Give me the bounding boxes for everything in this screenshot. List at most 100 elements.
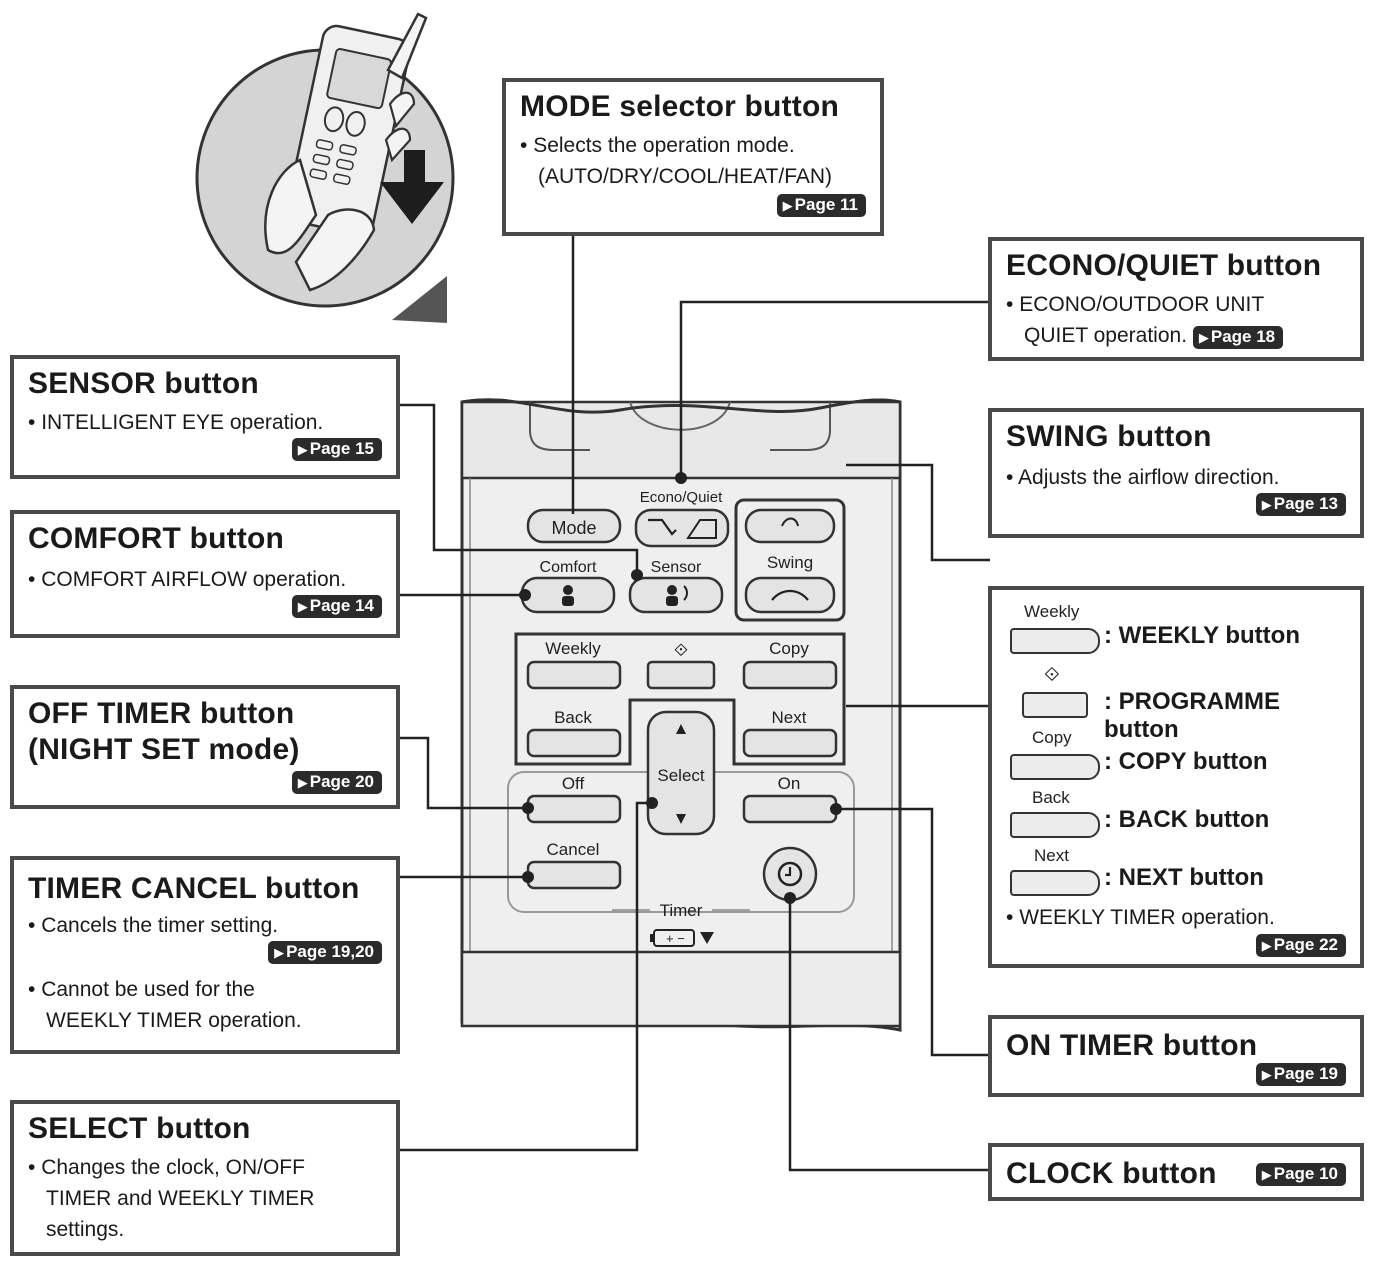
swing-page-link[interactable]: Page 13 [1255,493,1346,516]
select-line2: TIMER and WEEKLY TIMER [46,1187,315,1210]
comfort-callout-title: COMFORT button [28,522,285,555]
sensor-line1: INTELLIGENT EYE operation. [41,411,324,434]
sensor-callout-title: SENSOR button [28,367,259,400]
next-desc: : NEXT button [1104,864,1264,891]
remote-back-label: Back [554,708,592,727]
mode-page-link[interactable]: Page 11 [776,194,866,217]
remote-on-button[interactable] [742,794,838,824]
back-mini-button [1010,812,1100,838]
down-arrow-icon [676,814,686,824]
comfort-callout: COMFORT button • COMFORT AIRFLOW operati… [10,510,400,638]
timer-cancel-line2: Cannot be used for the [41,978,255,1001]
econo-page-link[interactable]: Page 18 [1192,326,1284,349]
comfort-person-icon [563,585,573,595]
programme-mini-button [1022,692,1088,718]
swing-callout-title: SWING button [1006,420,1212,453]
off-timer-title2: (NIGHT SET mode) [28,733,300,766]
remote-select-button[interactable] [646,710,716,836]
sensor-page-link[interactable]: Page 15 [291,438,382,461]
econo-callout-title: ECONO/QUIET button [1006,249,1322,282]
on-timer-title: ON TIMER button [1006,1029,1258,1062]
copy-mini-label: Copy [1032,728,1072,747]
remote-econo-label: Econo/Quiet [640,489,723,506]
select-callout: SELECT button • Changes the clock, ON/OF… [10,1100,400,1256]
next-mini-button [1010,870,1100,896]
horizontal-swing-icon [771,589,809,601]
select-line1: Changes the clock, ON/OFF [41,1156,305,1179]
programme-mini-icon: ⟐ [1044,664,1060,686]
remote-weekly-button[interactable] [526,660,622,690]
econo-line2: QUIET operation. [1024,324,1188,347]
leader-lines [400,236,990,1172]
timer-cancel-line3: WEEKLY TIMER operation. [46,1009,302,1032]
vertical-swing-icon [781,517,799,527]
svg-text:+ −: + − [666,931,685,946]
programme-icon: ⟐ [674,640,688,660]
mode-selector-callout: MODE selector button • Selects the opera… [502,78,884,236]
clock-callout-title: CLOCK button [1006,1157,1217,1190]
sensor-callout: SENSOR button • INTELLIGENT EYE operatio… [10,355,400,479]
mode-callout-title: MODE selector button [520,90,840,123]
on-timer-callout: ON TIMER button Page 19 [988,1015,1364,1097]
clock-callout: CLOCK button Page 10 [988,1143,1364,1201]
weekly-desc: : WEEKLY button [1104,622,1300,649]
remote-cancel-label: Cancel [547,840,600,859]
remote-mode-button[interactable]: Mode [526,508,622,544]
swing-callout: SWING button • Adjusts the airflow direc… [988,408,1364,538]
back-desc: : BACK button [1104,806,1270,833]
remote-mode-label: Mode [551,518,596,538]
off-timer-title1: OFF TIMER button [28,697,295,730]
remote-timer-label: Timer [660,901,703,920]
remote-off-label: Off [562,774,585,793]
remote-programme-button[interactable] [646,660,716,690]
up-arrow-icon [676,724,686,734]
comfort-page-link[interactable]: Page 14 [291,595,382,618]
off-timer-callout: OFF TIMER button (NIGHT SET mode) Page 2… [10,685,400,809]
remote-weekly-label: Weekly [545,639,601,658]
weekly-mini-button [1010,628,1100,654]
timer-cancel-title: TIMER CANCEL button [28,872,360,905]
clock-page-link[interactable]: Page 10 [1255,1163,1346,1186]
remote-sensor-button[interactable] [628,576,724,614]
weekly-page-link[interactable]: Page 22 [1255,934,1346,957]
quiet-house-icon [686,519,717,539]
remote-copy-button[interactable] [742,660,838,690]
on-timer-page-link[interactable]: Page 19 [1255,1063,1346,1086]
copy-mini-button [1010,754,1100,780]
next-mini-label: Next [1034,846,1069,865]
weekly-line1: WEEKLY TIMER operation. [1019,906,1275,929]
remote-off-button[interactable] [526,794,622,824]
remote-copy-label: Copy [769,639,809,658]
econo-quiet-callout: ECONO/QUIET button • ECONO/OUTDOOR UNIT … [988,237,1364,361]
remote-cancel-button[interactable] [526,860,622,890]
remote-select-label: Select [657,766,705,785]
programme-desc: : PROGRAMME button [1104,688,1280,743]
off-timer-page-link[interactable]: Page 20 [291,771,382,794]
sensor-eye-icon [667,585,677,595]
back-mini-label: Back [1032,788,1070,807]
remote-back-button[interactable] [526,728,622,758]
remote-comfort-label: Comfort [540,559,597,576]
copy-desc: : COPY button [1104,748,1268,775]
select-callout-title: SELECT button [28,1112,251,1145]
remote-sensor-label: Sensor [651,559,702,576]
hand-inset-illustration [195,12,455,323]
remote-next-button[interactable] [742,728,838,758]
mode-line2: (AUTO/DRY/COOL/HEAT/FAN) [538,165,833,188]
swing-line1: Adjusts the airflow direction. [1018,466,1280,489]
econo-line1: ECONO/OUTDOOR UNIT [1019,293,1265,316]
timer-cancel-page-link[interactable]: Page 19,20 [268,941,382,964]
remote-comfort-button[interactable] [520,576,616,614]
weekly-group-callout: Weekly : WEEKLY button ⟐ : PROGRAMME but… [988,586,1364,968]
econo-icon [648,518,677,536]
remote-swing-button[interactable] [744,576,836,614]
remote-econo-quiet-button[interactable] [634,508,730,548]
select-line3: settings. [46,1218,125,1241]
weekly-mini-label: Weekly [1024,602,1080,621]
timer-cancel-line1: Cancels the timer setting. [41,914,279,937]
leader-dots [519,472,842,904]
remote-next-label: Next [772,708,807,727]
remote-swing-label: Swing [767,553,813,572]
remote-swing-up-button[interactable] [744,508,836,544]
